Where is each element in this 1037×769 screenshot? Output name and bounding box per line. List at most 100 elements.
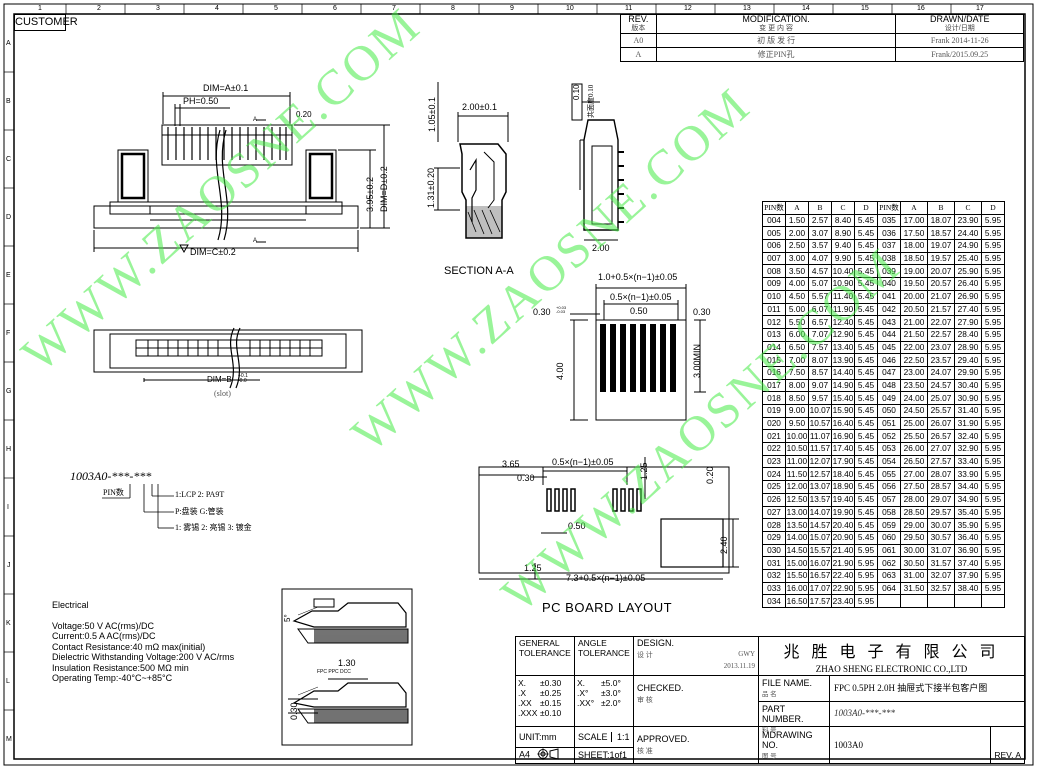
pin-table-cell: 5.95 [981, 505, 1005, 520]
pin-table-cell: 34.40 [954, 480, 982, 494]
pin-table-cell: 5.95 [981, 340, 1005, 355]
pin-table-cell: 5.95 [981, 543, 1005, 558]
mount-d5-label: 5° [283, 614, 292, 622]
pin-table-cell: 19.90 [831, 505, 855, 520]
pin-table-cell: 8.90 [831, 226, 855, 241]
pin-table-cell: 33.40 [954, 454, 982, 469]
pin-table-cell: 5.95 [981, 315, 1005, 329]
pin-table-cell: 16.00 [785, 581, 809, 596]
pin-table-cell: 048 [877, 378, 901, 393]
pin-table-cell: 5.95 [981, 378, 1005, 393]
pin-table-cell: 059 [877, 518, 901, 532]
pin-table-cell: 5.45 [854, 429, 878, 444]
pin-table-cell: 12.50 [785, 492, 809, 507]
pin-col-header: A [785, 201, 809, 215]
pin-table-cell: 14.90 [831, 378, 855, 393]
pin-table-cell: 20.57 [927, 277, 955, 291]
row-letter: J [7, 562, 11, 569]
company-cn: 兆 胜 电 子 有 限 公 司 [783, 644, 1000, 661]
part-value: 1003A0-***-*** [834, 708, 895, 718]
pin-table-cell: 5.45 [854, 315, 878, 329]
pin-table-cell: 053 [877, 442, 901, 456]
pin-table-cell: 039 [877, 264, 901, 279]
pin-table-cell: 24.50 [900, 404, 928, 418]
pin-table-cell: 004 [762, 213, 786, 228]
pin-table-cell: 5.95 [854, 543, 878, 558]
pin-col-header: D [981, 201, 1005, 215]
section-caption: SECTION A-A [444, 265, 514, 277]
pin-table-cell: 16.07 [808, 556, 832, 570]
file-label: FILE NAME. [762, 678, 813, 688]
angle-tolerance-label: ANGLE TOLERANCE [574, 636, 634, 676]
part-cn: 料 号 [762, 727, 777, 734]
paper-size: A4 [519, 749, 531, 760]
pin-table-cell: 9.50 [785, 416, 809, 431]
pin-table-cell: 3.07 [808, 226, 832, 241]
pin-table-cell: 20.50 [900, 302, 928, 317]
pin-table-cell: 27.40 [954, 302, 982, 317]
pcb-d125a-label: 1.25 [639, 462, 649, 480]
fpc-d-top-label: 1.0+0.5×(n−1)±0.05 [598, 272, 678, 282]
drawing-value: 1003A0 [834, 740, 863, 750]
pin-table-cell: 3.00 [785, 251, 809, 266]
dim-d-label: DIM=D±0.2 [379, 166, 389, 212]
pin-table-cell: 5.45 [854, 365, 878, 380]
pin-table-cell: 17.00 [900, 213, 928, 228]
pin-table-cell: 5.95 [981, 289, 1005, 304]
pin-table-cell: 10.40 [831, 264, 855, 279]
col-number: 12 [684, 5, 692, 12]
dim-ph-label: PH=0.50 [183, 96, 219, 106]
pin-table-cell: 37.40 [954, 556, 982, 570]
pin-table-cell: 5.95 [854, 556, 878, 570]
pin-table-cell: 20.00 [900, 289, 928, 304]
pin-table-cell: 019 [762, 404, 786, 418]
pin-table-cell: 13.90 [831, 353, 855, 367]
electrical-line: Voltage:50 V AC(rms)/DC [52, 620, 155, 631]
pin-table-cell: 058 [877, 505, 901, 520]
pin-table-cell [954, 594, 982, 608]
pin-table-cell: 30.00 [900, 543, 928, 558]
pin-table-cell: 045 [877, 340, 901, 355]
front-dim-b-label: DIM=B [207, 375, 232, 384]
pin-table-cell: 20.07 [927, 264, 955, 279]
pin-table-cell: 007 [762, 251, 786, 266]
sheet-label: SHEET:1of1 [574, 746, 634, 765]
pin-table-cell: 026 [762, 492, 786, 507]
pin-table-cell: 8.57 [808, 365, 832, 380]
pin-table-cell: 22.57 [927, 327, 955, 342]
pin-table-cell: 31.90 [954, 416, 982, 431]
electrical-line: Current:0.5 A AC(rms)/DC [52, 631, 156, 641]
pin-table-cell: 23.07 [927, 340, 955, 355]
pin-table-cell: 5.45 [854, 277, 878, 291]
connector-top-view [93, 92, 390, 254]
pcb-d020-label: 0.20 [705, 466, 715, 484]
pin-table-cell: 36.90 [954, 543, 982, 558]
pin-table-cell: 13.40 [831, 340, 855, 355]
pin-table-cell: 5.45 [854, 302, 878, 317]
pin-table-cell: 29.57 [927, 505, 955, 520]
pin-table-cell: 14.57 [808, 518, 832, 532]
section-d131-label: 1.31±0.20 [426, 168, 436, 208]
pin-table-cell: 5.95 [981, 467, 1005, 482]
pin-table-cell: 21.50 [900, 327, 928, 342]
pin-table-cell: 11.90 [831, 302, 855, 317]
electrical-line: Dielectric Withstanding Voltage:200 V AC… [52, 652, 235, 662]
pin-table-cell: 5.45 [854, 442, 878, 456]
pin-table-cell: 038 [877, 251, 901, 266]
pin-col-header: PIN数 [762, 201, 786, 215]
row-letter: K [6, 620, 11, 627]
pin-table-cell: 010 [762, 289, 786, 304]
col-number: 10 [566, 5, 574, 12]
mount-fpc-label: FPC PPC DCC [317, 669, 351, 675]
pin-table-cell: 32.07 [927, 568, 955, 583]
pin-table-cell: 027 [762, 505, 786, 520]
pcb-d-top-label: 0.5×(n−1)±0.05 [552, 457, 614, 467]
pin-table-cell: 043 [877, 315, 901, 329]
pin-table-cell: 5.45 [854, 226, 878, 241]
pin-table-cell: 23.90 [954, 213, 982, 228]
